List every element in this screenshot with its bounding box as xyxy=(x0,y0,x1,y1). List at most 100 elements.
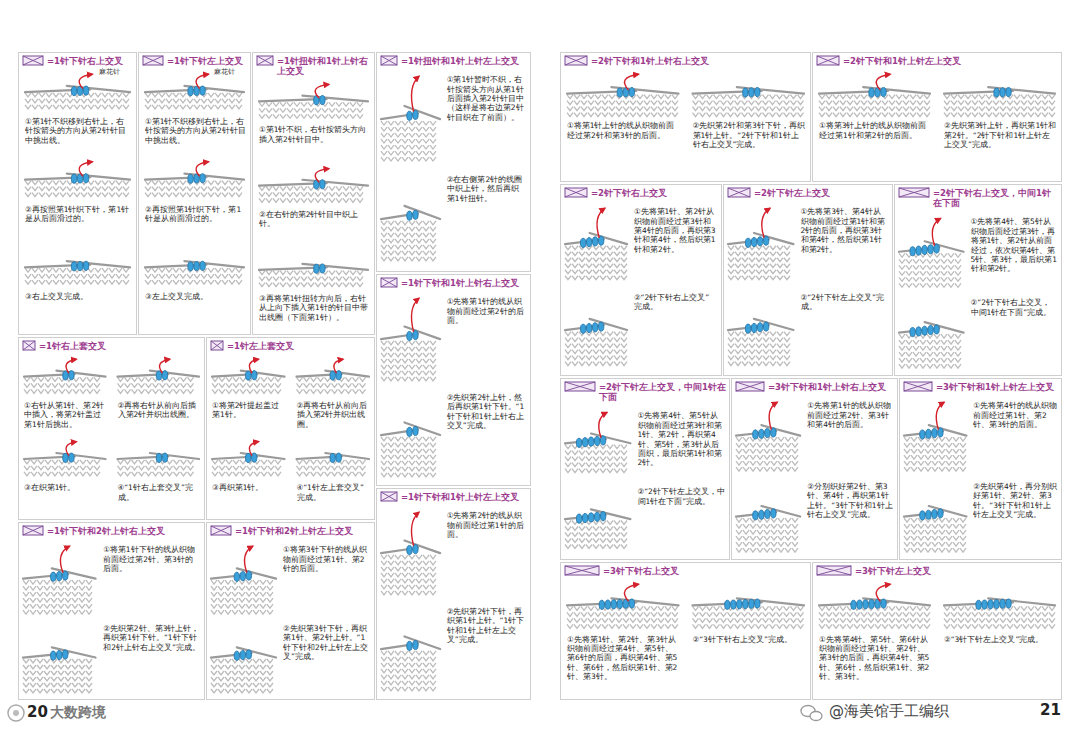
red-arrow xyxy=(876,584,890,601)
knitting-illustration xyxy=(736,506,800,552)
knitting-illustration xyxy=(728,319,793,366)
blue-stitch xyxy=(336,371,341,380)
instruction-panel: =1针扭针和1针上针左上交叉①第1针暂时不织，右针按箭头方向从第1针后面插入第2… xyxy=(376,52,531,272)
blue-stitch xyxy=(71,262,76,271)
blue-stitch xyxy=(857,600,862,609)
cable-symbol xyxy=(257,56,273,65)
instruction-panel: =3针下针和1针上针右上交叉①先将第1针的线从织物前面经过第2针、第3针和第4针… xyxy=(731,378,898,560)
knitted-fabric xyxy=(24,460,100,476)
blue-stitch xyxy=(938,509,943,518)
stitch-heading: =2针下针左上交叉 xyxy=(754,188,890,198)
knitting-illustration xyxy=(944,598,1055,628)
red-arrow xyxy=(625,584,639,601)
knitting-illustration xyxy=(297,359,370,393)
blue-stitch xyxy=(994,599,999,608)
blue-stitch xyxy=(745,238,750,247)
blue-stitch xyxy=(745,324,750,333)
knitted-fabric xyxy=(118,377,194,393)
step-text: ②先织第3针下针，再织第1针、第2针上针。“1针下针和2针上针左上交叉”完成。 xyxy=(283,624,370,662)
blue-stitch xyxy=(580,238,585,247)
blue-stitch xyxy=(246,650,251,659)
stitch-heading: =3针下针左上交叉 xyxy=(855,566,1059,576)
red-arrow xyxy=(315,169,329,183)
blue-stitch xyxy=(976,600,981,609)
knitted-fabric xyxy=(24,377,100,393)
step-text: ①先将第2针的线从织物前面经过第1针的后面。 xyxy=(447,511,526,539)
knitted-fabric xyxy=(567,606,678,628)
step-text: ③再将第1针扭转方向后，右针从上向下插入第1针的针目中带出线圈（下面第1针）。 xyxy=(259,294,370,322)
step-text: ①第1针不织，右针按箭头方向插入第2针针目中。 xyxy=(259,125,370,144)
instruction-panel: =1针下针和1针上针右上交叉①先将第1针的线从织物前面经过第2针的后面。②先织第… xyxy=(376,274,531,486)
blue-stitch xyxy=(69,371,74,380)
blue-stitch xyxy=(320,264,325,273)
cable-symbol xyxy=(817,566,851,575)
knitting-illustration xyxy=(565,412,630,472)
cable-symbol xyxy=(904,382,932,391)
knitted-fabric xyxy=(819,95,930,117)
step-text: ①将第3针上针的线从织物前面经过第1针和第2针的后面。 xyxy=(819,121,932,140)
red-arrow xyxy=(66,442,76,456)
knitting-illustration xyxy=(212,442,285,476)
blue-stitch xyxy=(599,600,604,609)
cable-symbol xyxy=(211,526,231,535)
blue-stitch xyxy=(330,371,335,380)
knitted-fabric xyxy=(944,95,1055,117)
instruction-panel: =1针下针左上交叉①第1针不织移到右针上，右针按箭头的方向从第2针针目中挑出线。… xyxy=(138,52,251,335)
blue-stitch xyxy=(588,513,593,522)
right-needle xyxy=(302,264,368,270)
blue-stitch xyxy=(194,261,199,270)
knitted-fabric xyxy=(819,606,930,628)
blue-stitch xyxy=(916,246,921,255)
blue-stitch xyxy=(598,322,603,331)
blue-stitch xyxy=(755,87,760,96)
knitted-fabric xyxy=(145,268,242,284)
step-text: ②在右侧第2针的线圈中织上针，然后再织第1针扭针。 xyxy=(447,175,526,203)
instruction-panel: =3针下针和1针上针左上交叉①先将第4针的线从织物前面经过第1针、第2针、第3针… xyxy=(899,378,1062,560)
knitting-illustration xyxy=(118,453,200,476)
blue-stitch xyxy=(869,599,874,608)
red-arrow xyxy=(932,218,940,245)
red-arrow xyxy=(411,512,419,546)
step-text: ②再按照第1针织下针，第1针是从前面滑过的。 xyxy=(145,205,246,224)
cable-symbol xyxy=(381,492,397,501)
cable-symbol xyxy=(899,188,929,197)
step-text: ②再按照第1针织下针，第1针是从后面滑过的。 xyxy=(25,205,132,224)
blue-stitch xyxy=(407,641,412,650)
blue-stitch xyxy=(757,323,762,332)
stitch-heading: =1针左上套交叉 xyxy=(227,341,372,351)
step-text: ②先织第3针上针，再织第1针和第2针。“2针下针和1针上针左上交叉”完成。 xyxy=(944,121,1057,149)
blue-stitch xyxy=(594,436,599,445)
blue-stitch xyxy=(617,88,622,97)
knitted-fabric xyxy=(381,651,436,691)
knitted-fabric xyxy=(259,271,363,287)
blue-stitch xyxy=(83,86,88,95)
red-arrow xyxy=(79,162,92,176)
step-text: ③在织第1针。 xyxy=(24,483,108,492)
step-text: ②在右针的第2针针目中织上针。 xyxy=(259,210,370,229)
step-text: ②“2针下针右上交叉，中间1针在下面”完成。 xyxy=(971,298,1057,317)
stitch-heading: =1针下针和2针上针右上交叉 xyxy=(47,526,202,536)
blue-stitch xyxy=(592,237,597,246)
knitting-illustration xyxy=(819,74,930,116)
blue-stitch xyxy=(407,211,412,220)
blue-stitch xyxy=(851,600,856,609)
blue-stitch xyxy=(1006,87,1011,96)
stitch-heading: =2针下针右上交叉 xyxy=(591,188,719,198)
knitted-fabric xyxy=(565,246,627,280)
cable-symbol xyxy=(565,566,599,575)
blue-stitch xyxy=(588,437,593,446)
instruction-panel: =1针右上套交叉①右针从第1针、第2针中插入，将第2针盖过第1针后挑出。②再将右… xyxy=(18,337,205,520)
stitch-heading: =1针下针右上交叉 xyxy=(47,56,134,66)
blue-stitch xyxy=(162,371,167,380)
blue-stitch xyxy=(51,651,56,660)
watermark: @海美馆手工编织 xyxy=(828,703,950,720)
blue-stitch xyxy=(77,261,82,270)
step-text: ②先织第2针上针，然后再织第1针下针。“1针下针和1针上针右上交叉”完成。 xyxy=(447,393,526,431)
knitted-fabric xyxy=(25,268,129,284)
wechat-icon xyxy=(810,712,822,721)
blue-stitch xyxy=(617,599,622,608)
blue-stitch xyxy=(586,323,591,332)
blue-stitch xyxy=(592,323,597,332)
step-text: ①第1针暂时不织，右针按箭头方向从第1针后面插入第2针针目中（这样是将右边第2针… xyxy=(447,75,526,122)
blue-stitch xyxy=(881,87,886,96)
